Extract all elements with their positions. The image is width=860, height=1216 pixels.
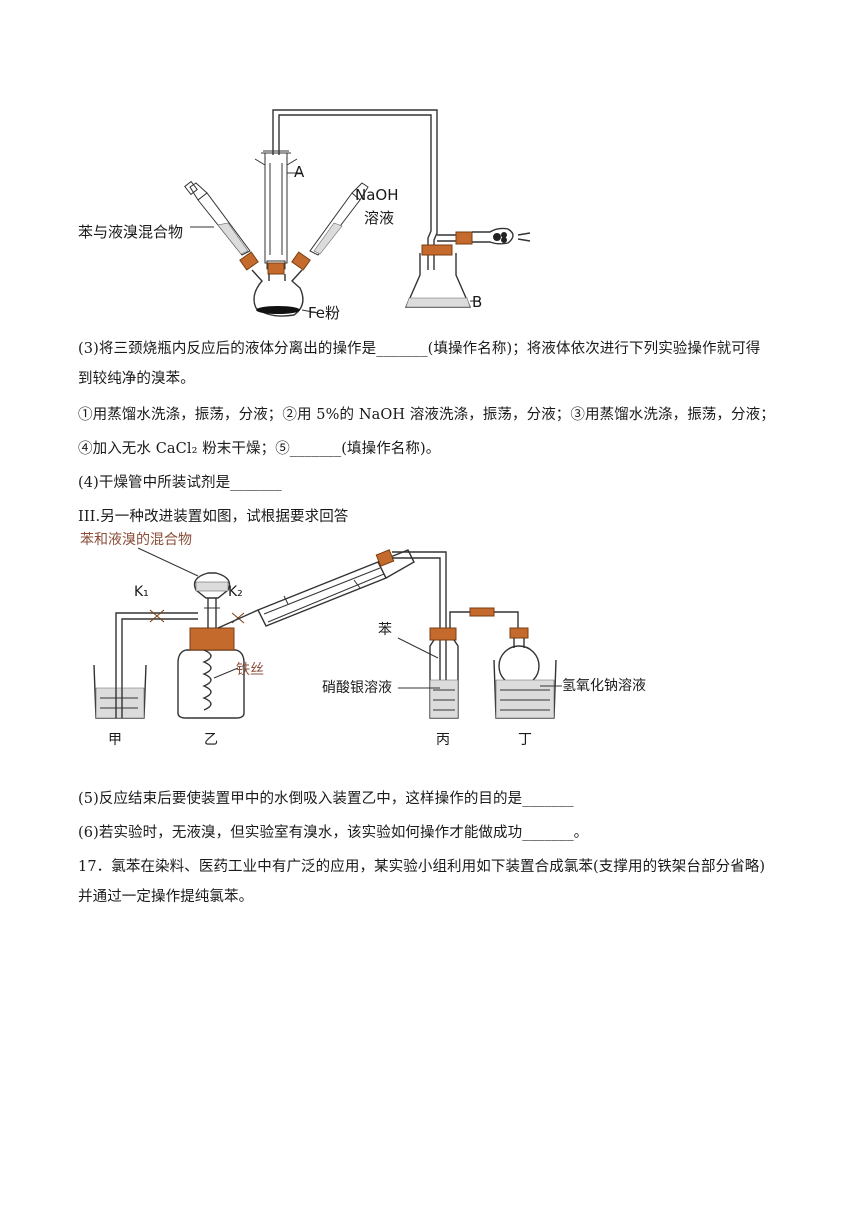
- drying-tube: [437, 227, 531, 245]
- label-k2: K₂: [228, 584, 243, 600]
- label-naoh-solution: 溶液: [364, 209, 394, 227]
- label-jia: 甲: [108, 732, 122, 748]
- left-dropping-funnel: [184, 180, 251, 256]
- conical-flask-b: [404, 244, 472, 308]
- label-fe-powder: Fe粉: [308, 304, 340, 322]
- middle-neck-stopper: [267, 262, 285, 275]
- question-3-line-1: (3)将三颈烧瓶内反应后的液体分离出的操作是_______(填操作名称)；将液体…: [78, 341, 761, 357]
- left-neck-stopper: [239, 251, 259, 271]
- question-5-line-1: (5)反应结束后要使装置甲中的水倒吸入装置乙中，这样操作的目的是_______: [78, 791, 574, 807]
- question-3-line-2: 到较纯净的溴苯。: [78, 371, 195, 387]
- question-3-line-4: ④加入无水 CaCl₂ 粉末干燥；⑤_______(填操作名称)。: [78, 441, 441, 457]
- question-3-line-3: ①用蒸馏水洗涤，振荡，分液；②用 5%的 NaOH 溶液洗涤，振荡，分液；③用蒸…: [78, 407, 775, 423]
- question-17-line-2: 并通过一定操作提纯氯苯。: [78, 889, 254, 905]
- gas-tube-to-bing: [392, 551, 447, 708]
- tube-joint: [469, 607, 495, 617]
- label-b: B: [472, 293, 482, 311]
- right-funnel-naoh: [309, 182, 369, 256]
- bottle-yi: [173, 572, 245, 719]
- bottle-bing: [429, 611, 519, 719]
- label-yi: 乙: [204, 732, 218, 748]
- question-17-line-1: 17．氯苯在染料、医药工业中有广泛的应用，某实验小组利用如下装置合成氯苯(支撑用…: [78, 859, 766, 875]
- label-bing: 丙: [436, 732, 450, 748]
- apparatus-figure-2: 苯和液溴的混合物 K₁ 铁丝 K₂ 苯: [80, 531, 646, 748]
- label-silver-nitrate-solution: 硝酸银溶液: [322, 680, 392, 696]
- label-benzene-bromine-mix: 苯和液溴的混合物: [80, 531, 192, 548]
- label-a: A: [294, 163, 305, 181]
- question-4-line-1: (4)干燥管中所装试剂是_______: [78, 475, 282, 491]
- label-benzene: 苯: [378, 621, 392, 638]
- label-benzene-bromine-mixture: 苯与液溴混合物: [78, 223, 183, 241]
- question-6-line-1: (6)若实验时，无液溴，但实验室有溴水，该实验如何操作才能做成功_______。: [78, 825, 589, 841]
- beaker-ding: [493, 627, 557, 719]
- three-neck-flask: [251, 269, 304, 317]
- condenser: [217, 549, 415, 629]
- apparatus-figure-1: A 苯与液溴混合物 NaOH 溶液 Fe粉 B: [78, 109, 531, 322]
- label-k1: K₁: [134, 584, 149, 600]
- label-sodium-hydroxide-solution: 氢氧化钠溶液: [562, 678, 646, 694]
- right-neck-stopper: [291, 251, 311, 271]
- beaker-jia: [93, 612, 173, 719]
- label-iron-wire: 铁丝: [236, 662, 264, 678]
- label-naoh: NaOH: [355, 186, 399, 204]
- label-ding: 丁: [518, 732, 532, 748]
- section-3-intro: III.另一种改进装置如图，试根据要求回答: [78, 509, 349, 525]
